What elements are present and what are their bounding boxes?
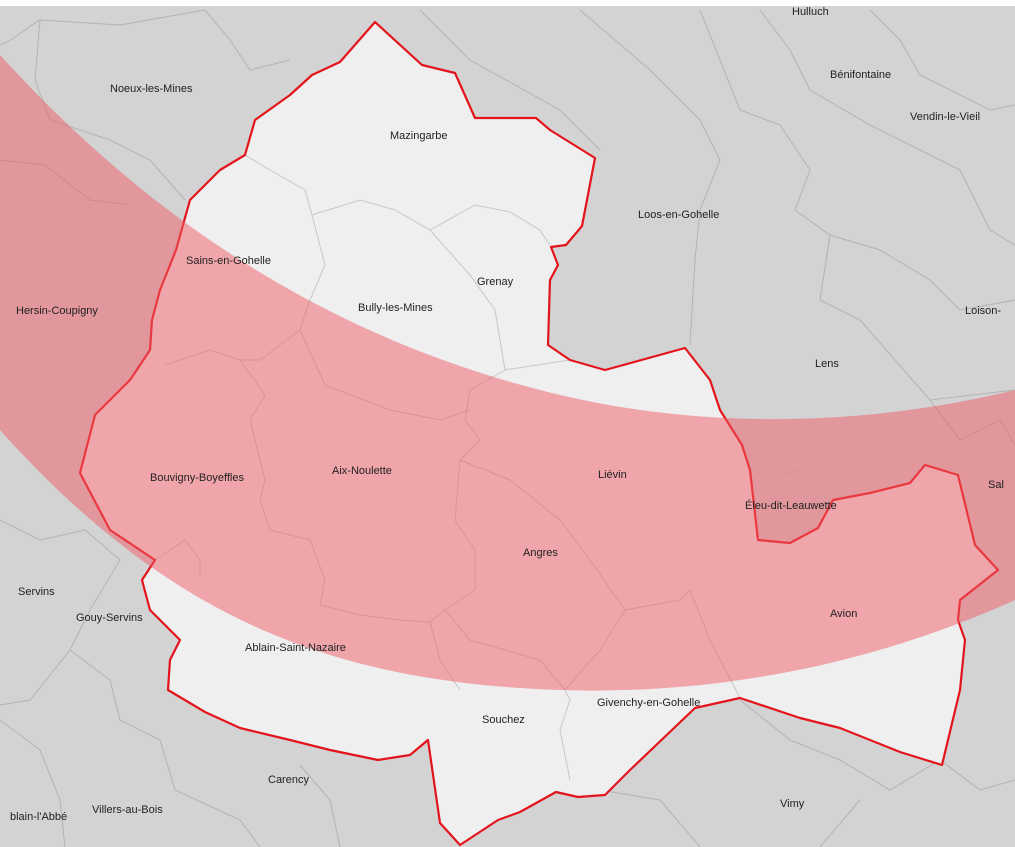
label-eleu-dit-leauwette[interactable]: Éleu-dit-Leauwette xyxy=(745,499,837,512)
label-bully-les-mines[interactable]: Bully-les-Mines xyxy=(358,302,433,314)
label-ablain-saint-nazaire[interactable]: Ablain-Saint-Nazaire xyxy=(245,642,346,654)
label-vendin-le-vieil[interactable]: Vendin-le-Vieil xyxy=(910,111,980,123)
highlight-band xyxy=(0,55,1015,691)
label-benifontaine[interactable]: Bénifontaine xyxy=(830,69,891,81)
label-angres[interactable]: Angres xyxy=(523,547,558,559)
label-sal[interactable]: Sal xyxy=(988,479,1004,491)
label-givenchy-en-gohelle[interactable]: Givenchy-en-Gohelle xyxy=(597,697,700,709)
label-lens[interactable]: Lens xyxy=(815,358,839,370)
label-carency[interactable]: Carency xyxy=(268,774,309,786)
label-avion[interactable]: Avion xyxy=(830,608,857,620)
label-aix-noulette[interactable]: Aix-Noulette xyxy=(332,465,392,477)
label-vimy[interactable]: Vimy xyxy=(780,798,805,810)
label-loos-en-gohelle[interactable]: Loos-en-Gohelle xyxy=(638,209,719,221)
label-sains-en-gohelle[interactable]: Sains-en-Gohelle xyxy=(186,255,271,267)
outer-commune-borders xyxy=(0,9,1015,847)
label-servins[interactable]: Servins xyxy=(18,586,55,598)
label-hulluch[interactable]: Hulluch xyxy=(792,6,829,18)
label-blain-labbe[interactable]: blain-l'Abbé xyxy=(10,811,67,823)
label-villers-au-bois[interactable]: Villers-au-Bois xyxy=(92,804,163,816)
label-lievin[interactable]: Liévin xyxy=(598,469,627,481)
place-labels: Hulluch Bénifontaine Vendin-le-Vieil Noe… xyxy=(10,6,1004,823)
label-bouvigny-boyeffles[interactable]: Bouvigny-Boyeffles xyxy=(150,472,244,484)
label-souchez[interactable]: Souchez xyxy=(482,714,525,726)
label-noeux-les-mines[interactable]: Noeux-les-Mines xyxy=(110,83,193,95)
label-mazingarbe[interactable]: Mazingarbe xyxy=(390,130,447,142)
label-gouy-servins[interactable]: Gouy-Servins xyxy=(76,612,143,624)
map-top-margin xyxy=(0,0,1015,6)
label-grenay[interactable]: Grenay xyxy=(477,276,514,288)
label-hersin-coupigny[interactable]: Hersin-Coupigny xyxy=(16,305,98,317)
label-loison[interactable]: Loison- xyxy=(965,305,1001,317)
